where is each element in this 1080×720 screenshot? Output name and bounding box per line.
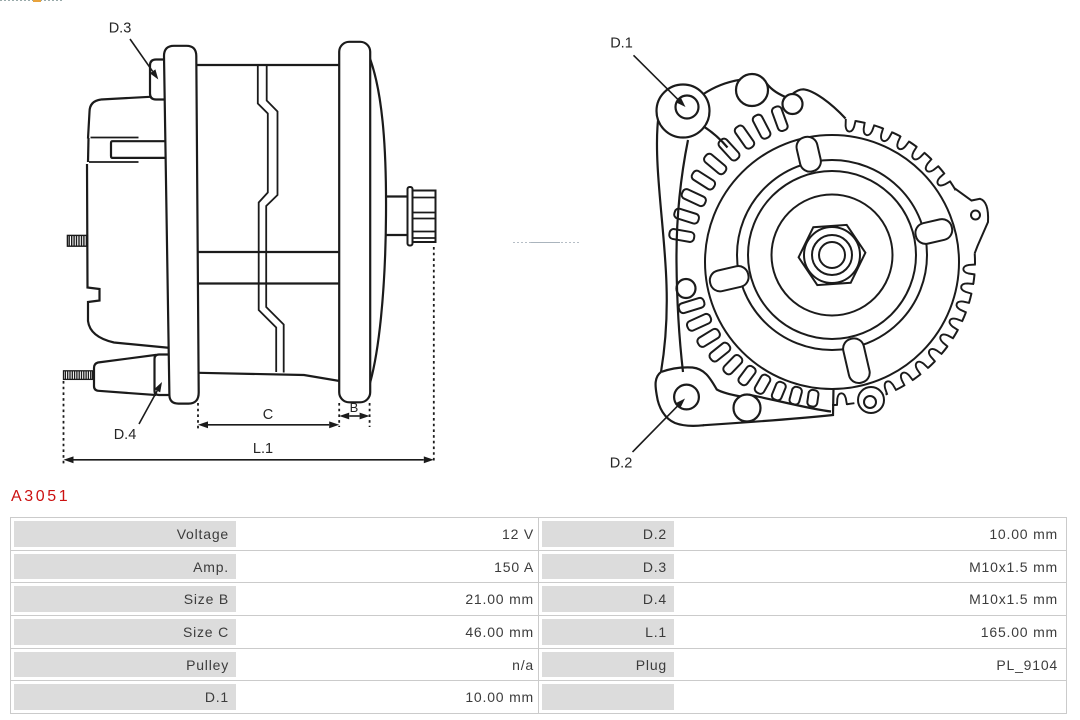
svg-text:D.1: D.1: [610, 36, 633, 52]
svg-text:D.4: D.4: [114, 427, 137, 443]
svg-text:D.2: D.2: [610, 456, 633, 472]
svg-text:L.1: L.1: [253, 441, 273, 457]
svg-text:C: C: [263, 407, 273, 423]
svg-text:B: B: [350, 400, 359, 415]
svg-text:D.3: D.3: [109, 21, 132, 37]
